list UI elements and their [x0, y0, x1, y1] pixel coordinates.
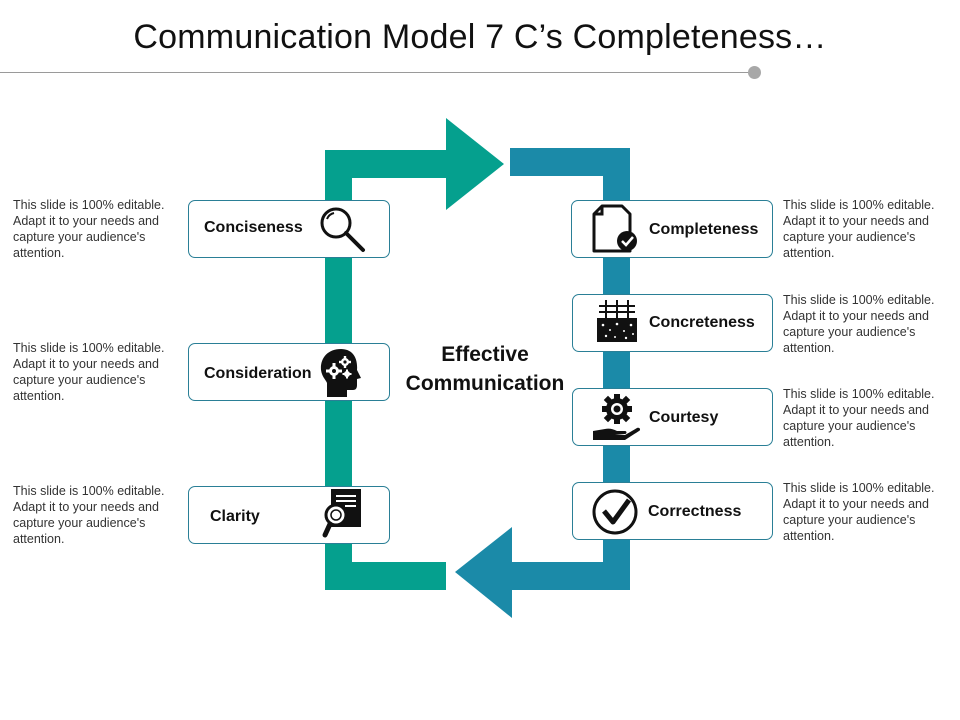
- check-circle-icon: [592, 489, 638, 535]
- center-label-line2: Communication: [405, 372, 565, 395]
- consideration-description: This slide is 100% editable. Adapt it to…: [13, 341, 165, 403]
- completeness-label: Completeness: [649, 221, 759, 238]
- clarity-box: Clarity: [188, 486, 390, 544]
- conciseness-box: Conciseness: [188, 200, 390, 258]
- courtesy-description: This slide is 100% editable. Adapt it to…: [783, 387, 935, 449]
- correctness-description: This slide is 100% editable. Adapt it to…: [783, 481, 935, 543]
- center-label-line1: Effective: [441, 343, 529, 366]
- title-divider-dot: [748, 66, 761, 79]
- title-divider: [0, 72, 752, 73]
- clarity-label: Clarity: [210, 508, 260, 525]
- correctness-box: Correctness: [572, 482, 773, 540]
- courtesy-box: Courtesy: [572, 388, 773, 446]
- consideration-box: Consideration: [188, 343, 390, 401]
- document-check-icon: [592, 204, 637, 253]
- correctness-label: Correctness: [648, 503, 742, 520]
- blue-flow-arrow: [455, 148, 630, 618]
- concreteness-description: This slide is 100% editable. Adapt it to…: [783, 293, 935, 355]
- document-search-icon: [322, 489, 361, 538]
- consideration-label: Consideration: [204, 365, 312, 382]
- concreteness-box: Concreteness: [572, 294, 773, 352]
- completeness-box: Completeness: [571, 200, 773, 258]
- conciseness-description: This slide is 100% editable. Adapt it to…: [13, 198, 165, 260]
- hand-gear-icon: [593, 394, 641, 440]
- clarity-description: This slide is 100% editable. Adapt it to…: [13, 484, 165, 546]
- courtesy-label: Courtesy: [649, 409, 719, 426]
- slide-title: Communication Model 7 C’s Completeness…: [133, 18, 827, 56]
- completeness-description: This slide is 100% editable. Adapt it to…: [783, 198, 935, 260]
- conciseness-label: Conciseness: [204, 219, 303, 236]
- magnifier-icon: [320, 207, 365, 252]
- concreteness-label: Concreteness: [649, 314, 755, 331]
- concrete-wall-icon: [597, 300, 637, 342]
- head-gears-icon: [320, 349, 361, 397]
- center-label: Effective Communication: [390, 340, 580, 398]
